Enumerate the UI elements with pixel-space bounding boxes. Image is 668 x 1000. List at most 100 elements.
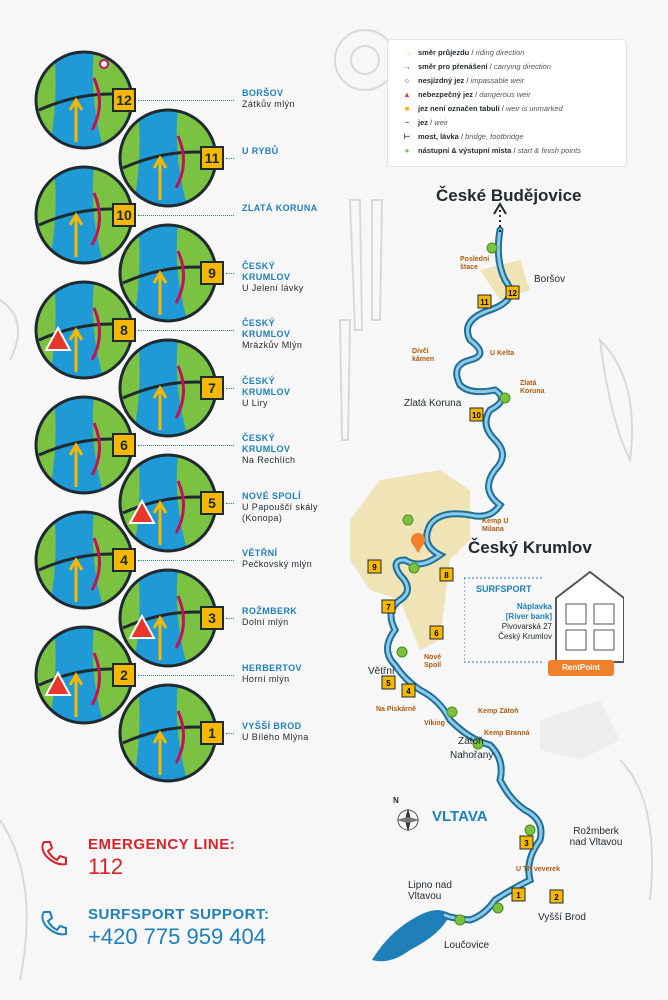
weir-name: VĚTŘNÍ [242,548,278,558]
leader-line [226,157,234,159]
leader-line [138,100,234,101]
weir-name: ČESKÝ KRUMLOV [242,433,291,454]
leader-line [138,675,234,676]
compass-north-label: N [393,796,399,805]
leader-line [226,617,234,619]
weir-number-badge: 7 [200,375,224,400]
weir-number-badge: 10 [112,203,136,227]
town-label: Zátoň [458,736,484,747]
rentpoint-brand: SURFSPORT [476,584,532,594]
weir-icon: ~ [404,118,410,127]
emergency-title: EMERGENCY LINE: [88,836,236,853]
poi-label: U Tří veverek [516,866,560,873]
rentpoint-address: Náplavka [River bank] Pivovarská 27 Česk… [472,602,552,642]
weir-illustration [34,50,134,150]
weir-number-badge: 8 [112,318,136,342]
leader-line [138,215,234,216]
legend-cz: jez není označen tabulí [418,104,500,113]
weir-illustration [34,510,134,610]
legend-row: ○nesjízdný jez / impassable weir [400,76,525,85]
svg-text:5: 5 [386,679,391,688]
weir-label: U RYBŮ [242,146,322,157]
emergency-number[interactable]: 112 [88,854,124,879]
legend-cz: nástupní & výstupní místa [418,146,512,155]
weir-subname: U Jelení lávky [242,282,304,293]
legend-row: ~jez / weir [400,118,448,127]
svg-text:4: 4 [406,687,411,696]
rentpoint-place: Náplavka [516,602,552,611]
weir-number-badge: 9 [200,260,224,285]
weir-subname: U Liry [242,397,268,408]
weir-name: ČESKÝ KRUMLOV [242,318,291,339]
danger-icon: ▲ [403,90,411,99]
town-label: Vyšší Brod [538,912,586,923]
weir-number-badge: 1 [200,720,224,745]
weir-number-badge: 5 [200,490,224,515]
weir-number-badge: 3 [200,605,224,630]
weir-illustration [118,223,218,322]
svg-text:11: 11 [480,298,489,307]
weir-number-badge: 11 [200,145,224,170]
legend-en: weir [434,118,449,127]
leader-line [138,330,234,331]
poi-label: Na Pískárně [376,706,417,713]
weir-number-badge: 4 [112,548,136,572]
weir-subname: Mrázkův Mlýn [242,340,303,350]
legend-cz: směr průjezdu [418,48,470,57]
weir-subname: Na Rechlích [242,455,296,465]
weir-illustration [118,108,218,207]
arrow-icon: → [403,48,411,57]
poi-label: Nové Spolí [424,654,442,669]
unmarked-icon: ■ [404,104,410,113]
legend-cz: most, lávka [418,132,459,141]
phone-icon [41,911,67,936]
weir-name: NOVÉ SPOLÍ [242,490,302,501]
weir-subname: Pečkovský mlýn [242,559,313,569]
poi-label: Dívčí kámen [412,348,435,363]
leader-line [138,445,234,446]
weir-name: BORŠOV [242,88,284,98]
svg-text:10: 10 [472,411,481,420]
town-label: Loučovice [444,940,490,951]
legend-en: weir is unmarked [505,104,563,113]
weir-subname: Zátkův mlýn [242,99,295,109]
poi-label: Poslední štace [460,256,490,271]
weir-name: ZLATÁ KORUNA [242,203,318,213]
point-icon: ● [404,146,410,155]
poi-label: Zlatá Koruna [520,380,545,395]
town-label: Zlatá Koruna [404,398,462,409]
weir-label: ZLATÁ KORUNA [242,203,322,214]
legend-en: riding direction [475,48,525,57]
poi-label: Kemp Branná [484,730,530,737]
legend-row: →směr průjezdu / riding direction [400,48,524,57]
poi-label: Viking [424,720,445,727]
legend-row: →směr pro přenášení / carrying direction [400,62,551,71]
town-label: Boršov [534,274,566,285]
rentpoint-button[interactable]: RentPoint [548,660,614,676]
legend-en: bridge, footbridge [465,132,524,141]
town-label: Větřní [368,666,395,677]
weir-number-badge: 12 [112,88,136,112]
svg-text:2: 2 [554,893,559,902]
leader-line [138,560,234,561]
rentpoint-place-en: [River bank] [505,612,552,621]
legend-row: ●nástupní & výstupní místa / start & fin… [400,146,581,155]
town-label: Rožmberk nad Vltavou [569,826,623,848]
support-title: SURFSPORT SUPPORT: [88,906,270,923]
legend-cz: jez [418,118,429,127]
weir-illustration [34,280,134,380]
leader-line [226,732,234,734]
impassable-icon: ○ [404,76,410,85]
support-number[interactable]: +420 775 959 404 [88,924,267,949]
destination-label: České Budějovice [436,186,582,205]
legend-en: impassable weir [470,76,525,85]
legend-cz: nesjízdný jez [418,76,465,85]
